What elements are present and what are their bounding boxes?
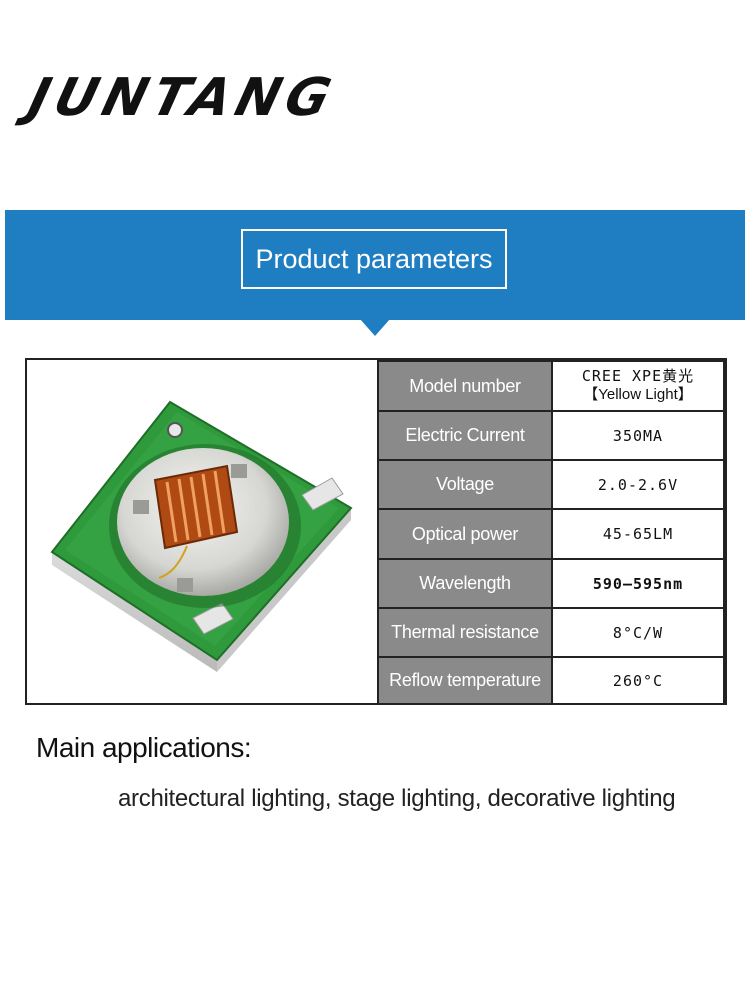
param-value: 8°C/W (551, 607, 725, 658)
param-value: 590–595nm (551, 558, 725, 609)
parameter-table: Model number CREE XPE黄光 【Yellow Light】 E… (377, 360, 725, 705)
param-value-main: CREE XPE黄光 (581, 367, 695, 386)
banner-band (5, 210, 745, 320)
led-chip-icon (50, 400, 353, 672)
param-value: 45-65LM (551, 508, 725, 560)
param-value: 260°C (551, 656, 725, 705)
brand-logo: JUNTANG (22, 68, 343, 128)
param-label: Electric Current (377, 410, 553, 461)
param-label: Reflow temperature (377, 656, 553, 705)
applications-heading: Main applications: (36, 732, 252, 763)
param-value: 350MA (551, 410, 725, 461)
parameter-panel: Model number CREE XPE黄光 【Yellow Light】 E… (25, 358, 727, 705)
param-label: Model number (377, 360, 553, 412)
banner-pointer (360, 319, 390, 336)
banner-title: Product parameters (241, 229, 507, 289)
applications-text: architectural lighting, stage lighting, … (118, 785, 676, 812)
param-label: Voltage (377, 459, 553, 510)
param-value-sub: 【Yellow Light】 (583, 386, 693, 403)
param-label: Thermal resistance (377, 607, 553, 658)
param-label: Wavelength (377, 558, 553, 609)
param-value: CREE XPE黄光 【Yellow Light】 (551, 360, 725, 412)
param-label: Optical power (377, 508, 553, 560)
param-value: 2.0-2.6V (551, 459, 725, 510)
